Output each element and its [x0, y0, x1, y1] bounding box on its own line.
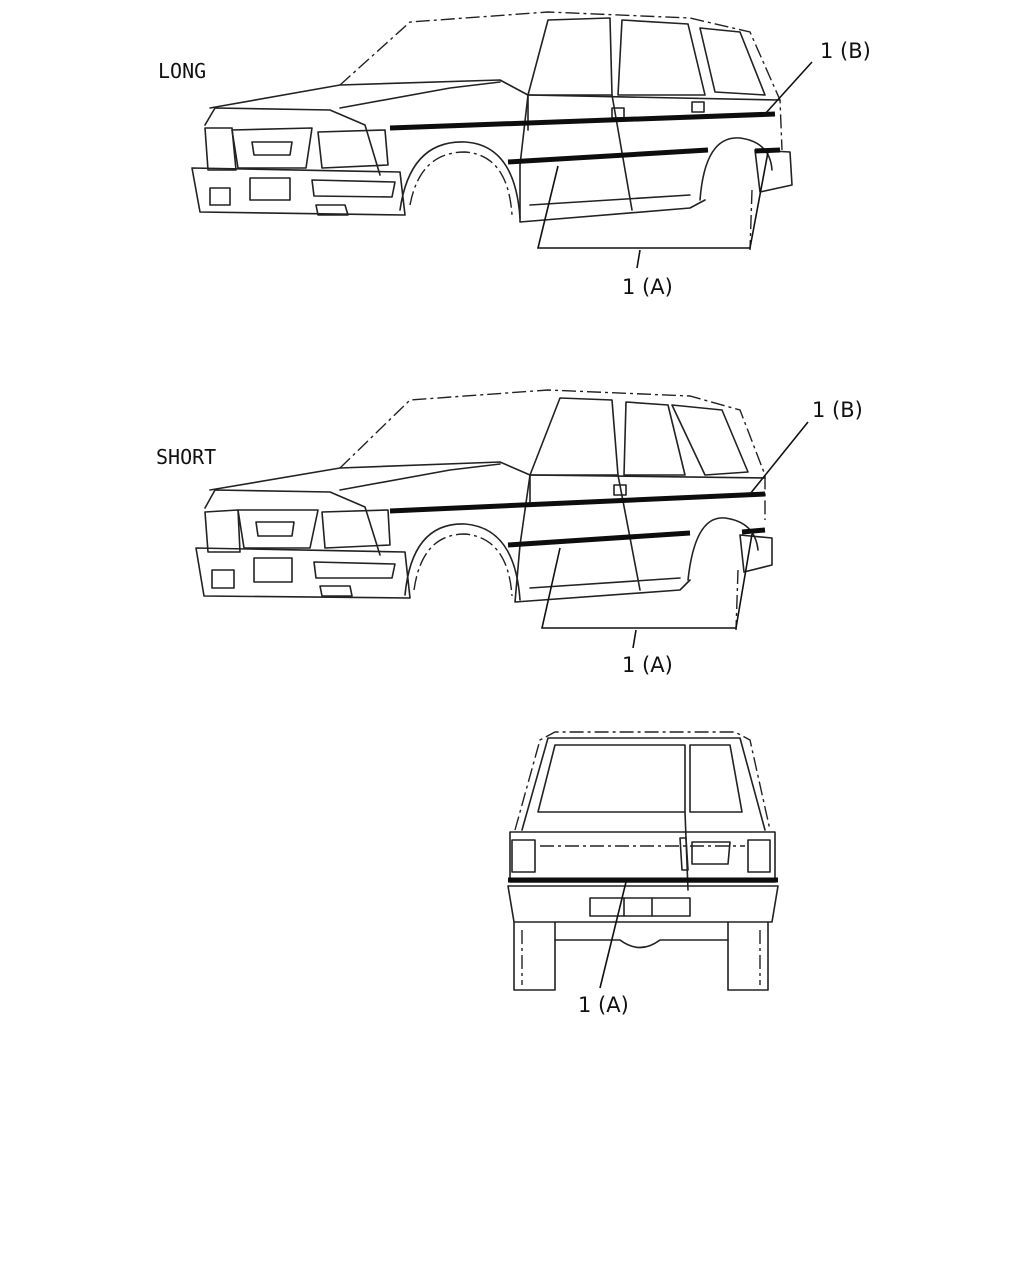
- short-callout-a: 1 (A): [622, 653, 673, 677]
- long-callout-a-leader: [636, 249, 641, 269]
- long-lower-molding-rear: [754, 147, 781, 154]
- long-lower-molding-front: [507, 147, 709, 165]
- short-callout-a-bracket: [541, 533, 753, 629]
- long-upper-molding: [389, 111, 776, 131]
- short-vehicle-view: SHORT: [156, 389, 863, 677]
- long-vehicle-outline: [191, 11, 793, 251]
- rear-callout-a-leader: [599, 881, 627, 989]
- long-callout-a: 1 (A): [622, 275, 673, 299]
- long-vehicle-view: LONG: [158, 11, 871, 299]
- short-lower-molding-front: [507, 530, 691, 548]
- long-callout-a-bracket: [536, 151, 769, 249]
- rear-vehicle-outline: [507, 731, 779, 991]
- short-vehicle-outline: [195, 389, 773, 631]
- rear-vehicle-view: 1 (A): [507, 731, 779, 1017]
- short-callout-b: 1 (B): [812, 398, 863, 422]
- long-label: LONG: [158, 59, 206, 83]
- long-callout-b: 1 (B): [820, 39, 871, 63]
- short-callout-b-leader: [749, 421, 809, 495]
- long-callout-b-leader: [764, 61, 813, 115]
- short-upper-molding: [389, 491, 766, 514]
- short-callout-a-leader: [632, 629, 637, 649]
- rear-callout-a: 1 (A): [578, 993, 629, 1017]
- short-lower-molding-rear: [741, 527, 766, 535]
- short-label: SHORT: [156, 445, 216, 469]
